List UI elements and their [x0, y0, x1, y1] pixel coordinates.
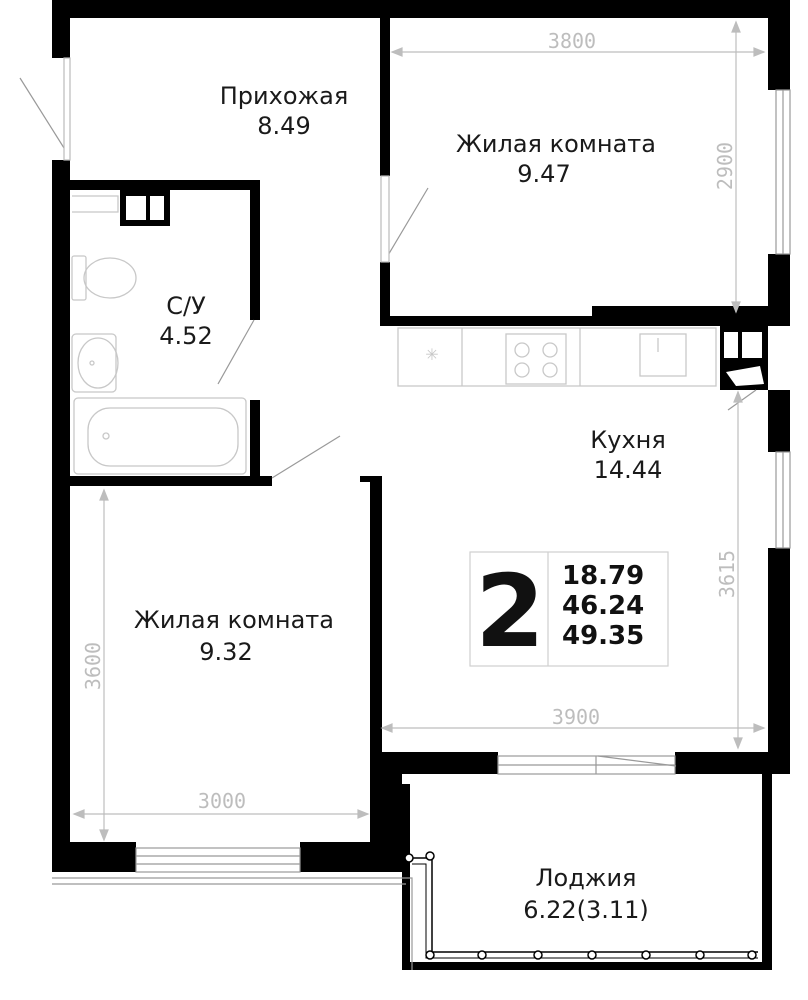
dimension-lines — [72, 20, 766, 842]
room-name-loggia: Лоджия — [536, 864, 637, 892]
room-area-loggia: 6.22(3.11) — [523, 896, 649, 924]
wall-right-top — [768, 18, 790, 90]
room-name-living-2: Жилая комната — [134, 606, 334, 634]
bath-shelf — [72, 195, 119, 213]
room-name-bathroom: С/У — [166, 292, 206, 320]
dim-room-left-width: 3000 — [198, 789, 246, 813]
wall-room1-bottom-thick — [592, 306, 790, 326]
wall-top — [52, 0, 790, 18]
wall-room2-bottom-left — [52, 842, 136, 872]
room-name-hall: Прихожая — [220, 82, 349, 110]
door-balcony-swing — [597, 755, 677, 767]
door-room1 — [383, 187, 429, 263]
room-name-kitchen: Кухня — [590, 426, 666, 454]
rooms-count: 2 — [475, 553, 545, 670]
stove-icon — [505, 333, 567, 385]
wall-kitchen-bottom-left — [380, 752, 498, 774]
dim-room-top-height: 2900 — [713, 142, 737, 190]
dim-kitchen-width: 3900 — [552, 705, 600, 729]
wall-room2-bottom-right — [300, 842, 402, 872]
wall-room1-bottom — [380, 316, 790, 326]
dimension-labels: 3800 2900 3615 3900 3600 3000 — [81, 29, 739, 813]
doors — [19, 57, 757, 767]
entrance-door — [19, 77, 65, 149]
dim-kitchen-height: 3615 — [715, 550, 739, 598]
loggia-wall-right — [762, 774, 772, 970]
total-with-loggia: 49.35 — [562, 621, 644, 651]
bath-vent — [120, 190, 170, 226]
room-area-hall: 8.49 — [257, 112, 310, 140]
wall-right-kitchen — [768, 390, 790, 452]
wall-room2-right — [370, 476, 382, 872]
loggia-wall-left — [402, 784, 410, 970]
sink-icon — [639, 333, 687, 377]
fixtures: ✳ — [71, 195, 717, 475]
room-area-kitchen: 14.44 — [594, 456, 663, 484]
door-room2 — [271, 435, 341, 479]
room-area-bathroom: 4.52 — [159, 322, 212, 350]
washbasin-icon — [71, 333, 119, 393]
dim-room-top-width: 3800 — [548, 29, 596, 53]
total-area: 46.24 — [562, 591, 644, 621]
vent-shaft-detail — [724, 332, 764, 386]
room-area-living-2: 9.32 — [199, 638, 252, 666]
loggia-wall-bottom — [402, 962, 772, 970]
exterior-lines — [52, 877, 413, 970]
wall-bath-right-upper — [250, 180, 260, 320]
svg-text:✳: ✳ — [425, 347, 438, 364]
kitchen-counter: ✳ — [397, 327, 717, 387]
wall-bath-top — [52, 180, 260, 190]
window-room2 — [135, 847, 301, 873]
loggia — [402, 774, 790, 970]
kitchen-door-swing — [727, 389, 757, 411]
door-bathroom — [217, 319, 255, 385]
living-area: 18.79 — [562, 561, 644, 591]
wall-right-lower — [768, 548, 790, 758]
wall-top-left-stub — [52, 18, 70, 58]
wall-kitchen-bottom-right — [675, 752, 790, 774]
wall-hall-room1-lower — [380, 262, 390, 324]
room-labels: Прихожая 8.49 Жилая комната 9.47 С/У 4.5… — [134, 82, 666, 924]
room-name-living-1: Жилая комната — [456, 130, 656, 158]
wall-bath-right-lower — [250, 400, 260, 480]
wall-left — [52, 160, 70, 872]
room-area-living-1: 9.47 — [517, 160, 570, 188]
wall-hall-room1-upper — [380, 18, 390, 176]
toilet-icon — [71, 255, 137, 301]
summary-badge: 2 18.79 46.24 49.35 — [469, 551, 669, 670]
dim-room-left-height: 3600 — [81, 642, 105, 690]
bathtub-icon — [73, 397, 247, 475]
wall-bath-bottom — [52, 476, 272, 486]
walls — [52, 0, 790, 872]
